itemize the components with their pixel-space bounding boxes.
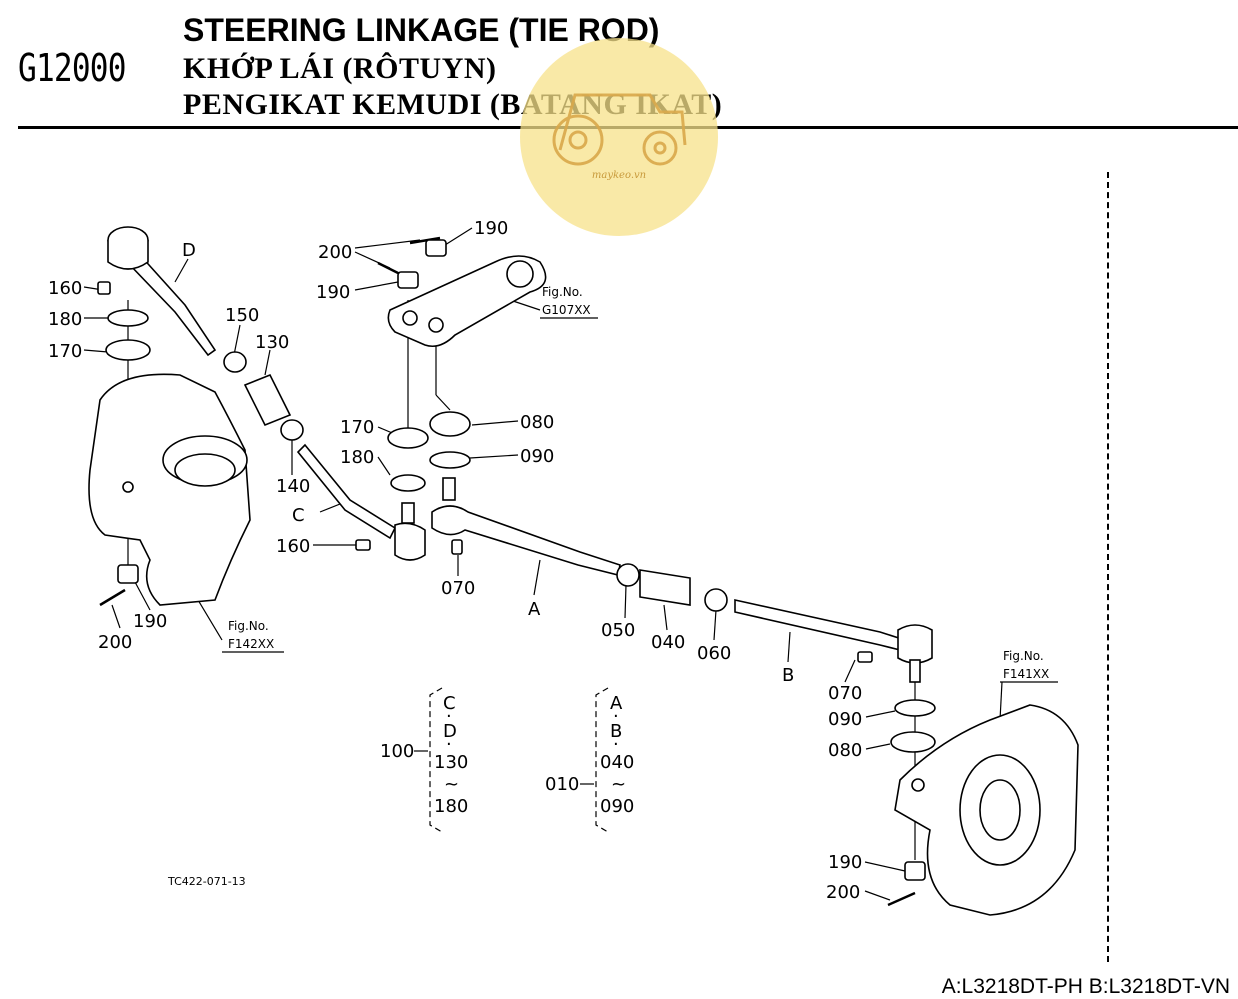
tie-rod-end-b	[734, 599, 936, 753]
svg-text:130: 130	[434, 752, 468, 773]
svg-text:010: 010	[545, 774, 579, 795]
svg-text:G107XX: G107XX	[542, 303, 591, 317]
fig-ref-f142xx: Fig.No. F142XX	[222, 619, 284, 653]
label-200: 200	[826, 882, 860, 903]
label-190: 190	[133, 611, 167, 632]
watermark-text: maykeo.vn	[592, 170, 646, 181]
label-070: 070	[828, 683, 862, 704]
model-legend: A:L3218DT-PH B:L3218DT-VN	[941, 975, 1230, 998]
label-060: 060	[697, 643, 731, 664]
label-190: 190	[828, 852, 862, 873]
tie-rod-end-c	[296, 427, 429, 561]
fig-ref-f141xx: Fig.No. F141XX	[1000, 649, 1058, 683]
svg-text:Fig.No.: Fig.No.	[1003, 649, 1044, 663]
knuckle-right	[887, 704, 1079, 916]
svg-text:D: D	[443, 721, 457, 742]
svg-text:B: B	[610, 721, 622, 742]
assembly-100: 100 C · D · 130 ~ 180	[380, 687, 468, 833]
watermark-logo: maykeo.vn	[520, 38, 718, 236]
label-130: 130	[255, 332, 289, 353]
svg-text:·: ·	[446, 706, 452, 727]
label-170: 170	[340, 417, 374, 438]
svg-text:A: A	[610, 693, 623, 714]
sleeve-ab	[616, 563, 728, 612]
title-english: STEERING LINKAGE (TIE ROD)	[183, 12, 660, 48]
label-c: C	[292, 505, 305, 526]
label-070: 070	[441, 578, 475, 599]
svg-text:·: ·	[613, 734, 619, 755]
split-pin-left-bottom	[99, 564, 139, 607]
page-divider	[1107, 172, 1109, 962]
label-150: 150	[225, 305, 259, 326]
svg-text:·: ·	[613, 706, 619, 727]
label-090: 090	[520, 446, 554, 467]
fig-ref-g107xx: Fig.No. G107XX	[540, 285, 598, 319]
label-080: 080	[520, 412, 554, 433]
label-160: 160	[276, 536, 310, 557]
label-180: 180	[48, 309, 82, 330]
label-b: B	[782, 665, 794, 686]
svg-text:Fig.No.: Fig.No.	[228, 619, 269, 633]
sleeve-cd	[223, 351, 304, 441]
assembly-010: 010 A · B · 040 ~ 090	[545, 687, 634, 833]
label-190: 190	[474, 218, 508, 239]
svg-text:100: 100	[380, 741, 414, 762]
svg-text:C: C	[443, 693, 456, 714]
label-190: 190	[316, 282, 350, 303]
tie-rod-end-d	[97, 226, 217, 361]
svg-text:090: 090	[600, 796, 634, 817]
pitman-arm	[387, 255, 547, 348]
svg-text:F141XX: F141XX	[1003, 667, 1049, 681]
title-vietnamese: KHỚP LÁI (RÔTUYN)	[183, 52, 497, 85]
label-160: 160	[48, 278, 82, 299]
svg-text:·: ·	[446, 734, 452, 755]
label-170: 170	[48, 341, 82, 362]
label-200: 200	[98, 632, 132, 653]
tie-rod-end-a	[429, 411, 621, 576]
label-a: A	[528, 599, 541, 620]
svg-text:180: 180	[434, 796, 468, 817]
label-050: 050	[601, 620, 635, 641]
svg-text:040: 040	[600, 752, 634, 773]
label-200: 200	[318, 242, 352, 263]
label-180: 180	[340, 447, 374, 468]
label-140: 140	[276, 476, 310, 497]
label-040: 040	[651, 632, 685, 653]
svg-text:~: ~	[444, 774, 459, 795]
svg-text:~: ~	[611, 774, 626, 795]
drawing-number: TC422-071-13	[167, 875, 246, 888]
label-d: D	[182, 240, 196, 261]
part-labels: 200 190 190 160 180 170 D 150 130 140 C …	[48, 218, 862, 903]
label-090: 090	[828, 709, 862, 730]
knuckle-left	[88, 373, 251, 606]
diagram-code: G12000	[18, 46, 126, 90]
split-pins-top	[377, 236, 447, 289]
svg-text:F142XX: F142XX	[228, 637, 274, 651]
svg-text:Fig.No.: Fig.No.	[542, 285, 583, 299]
label-080: 080	[828, 740, 862, 761]
